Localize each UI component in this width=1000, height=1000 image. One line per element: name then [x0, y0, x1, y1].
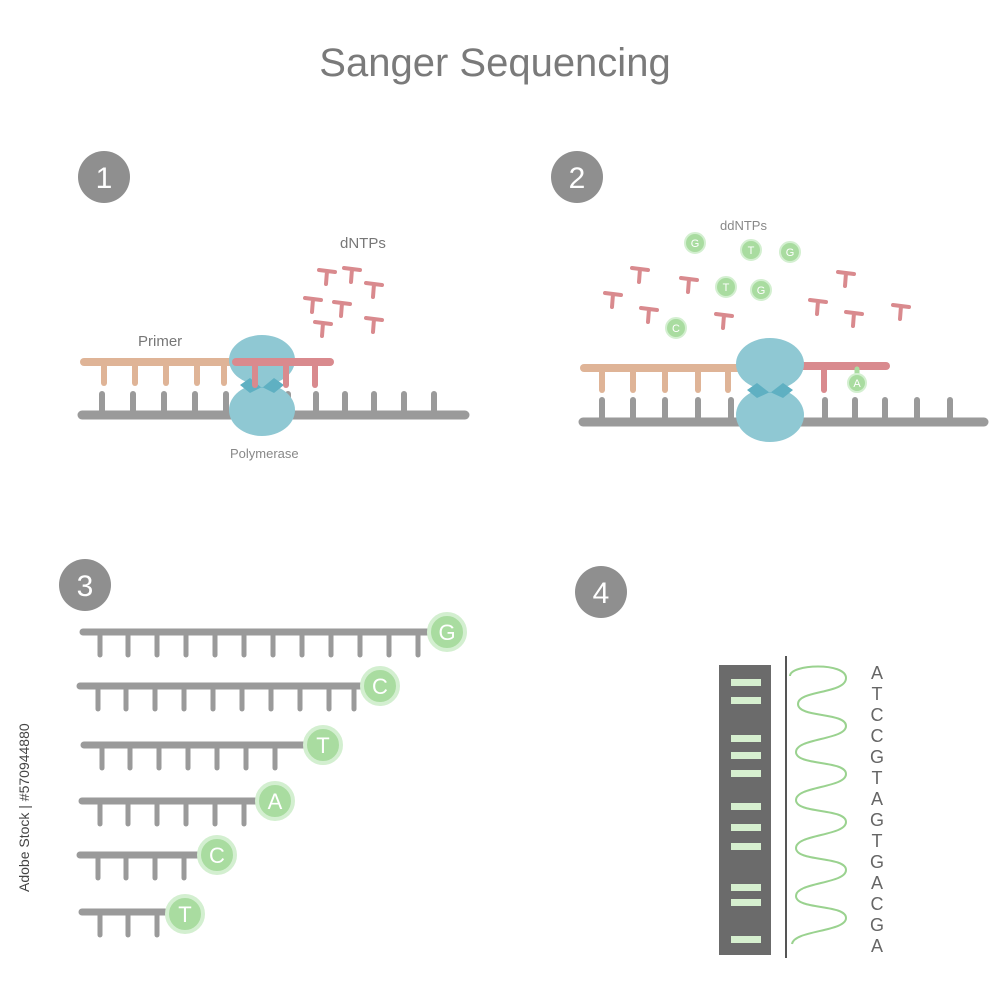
fragment-6: T — [78, 894, 205, 938]
panel-4: A T C C G T A G T G A C G A — [719, 656, 884, 958]
page-title: Sanger Sequencing — [319, 41, 670, 85]
dntp-molecules-2 — [603, 266, 911, 330]
gel-band — [731, 936, 761, 943]
fragment-end-3: T — [316, 733, 329, 758]
step-badge-2: 2 — [551, 151, 603, 203]
ddntp-g-3: G — [757, 285, 766, 297]
ddntp-g-2: G — [786, 247, 795, 259]
ddntp-molecules: G T G T G C — [665, 232, 801, 339]
fragment-end-4: A — [268, 789, 283, 814]
gel-band — [731, 843, 761, 850]
sequence-base: G — [870, 915, 884, 935]
primer-label: Primer — [138, 333, 182, 350]
sequence-base: A — [871, 663, 883, 683]
sequence-base: T — [872, 684, 883, 704]
fragment-2: C — [76, 666, 400, 712]
incorporated-ddntp: A — [847, 373, 867, 393]
fragment-3: T — [80, 725, 343, 771]
panel-3: G C T — [76, 612, 467, 938]
ddntp-t-2: T — [723, 282, 730, 294]
extended-strand — [232, 358, 334, 388]
panel-2: A G T G T G C ddNTPs — [578, 218, 989, 442]
ddntp-g-1: G — [691, 238, 700, 250]
fragment-end-2: C — [372, 674, 388, 699]
sequence-readout: A T C C G T A G T G A C G A — [870, 663, 884, 956]
ddntp-c-1: C — [672, 323, 680, 335]
dntp-molecules — [303, 266, 384, 338]
dntps-label: dNTPs — [340, 235, 386, 252]
incorporated-base: A — [853, 378, 861, 390]
polymerase-label: Polymerase — [230, 446, 299, 461]
fragment-end-1: G — [438, 620, 455, 645]
fragment-5: C — [76, 835, 237, 881]
gel-band — [731, 824, 761, 831]
sequence-base: C — [871, 726, 884, 746]
sequence-base: A — [871, 873, 883, 893]
ddntps-label: ddNTPs — [720, 218, 767, 233]
sequence-base: G — [870, 747, 884, 767]
gel-band — [731, 679, 761, 686]
stock-watermark: Adobe Stock | #570944880 — [16, 723, 32, 892]
primer-strand — [80, 358, 254, 386]
fragment-end-6: T — [178, 902, 191, 927]
polymerase — [229, 335, 295, 436]
ddntp-t-1: T — [748, 245, 755, 257]
chromatogram-trace — [789, 665, 848, 945]
sequence-base: A — [871, 789, 883, 809]
gel-band — [731, 803, 761, 810]
gel-band — [731, 770, 761, 777]
step-number-1: 1 — [96, 162, 113, 195]
sequence-base: C — [871, 894, 884, 914]
step-badge-3: 3 — [59, 559, 111, 611]
sequence-base: G — [870, 810, 884, 830]
sequence-base: G — [870, 852, 884, 872]
gel-band — [731, 899, 761, 906]
panel-1: dNTPs Primer Polymerase — [77, 235, 470, 461]
step-badge-4: 4 — [575, 566, 627, 618]
sequence-base: A — [871, 936, 883, 956]
step-badge-1: 1 — [78, 151, 130, 203]
gel-band — [731, 884, 761, 891]
gel-bands — [731, 679, 761, 943]
step-number-3: 3 — [77, 570, 94, 603]
sequence-base: T — [872, 831, 883, 851]
fragment-1: G — [79, 612, 467, 658]
fragment-4: A — [78, 781, 295, 827]
step-number-4: 4 — [593, 577, 610, 610]
primer-strand-2 — [580, 364, 759, 393]
fragment-end-5: C — [209, 843, 225, 868]
step-number-2: 2 — [569, 162, 586, 195]
gel-band — [731, 697, 761, 704]
sequence-base: C — [871, 705, 884, 725]
sequence-base: T — [872, 768, 883, 788]
polymerase-2 — [736, 338, 804, 442]
gel-band — [731, 752, 761, 759]
gel-band — [731, 735, 761, 742]
